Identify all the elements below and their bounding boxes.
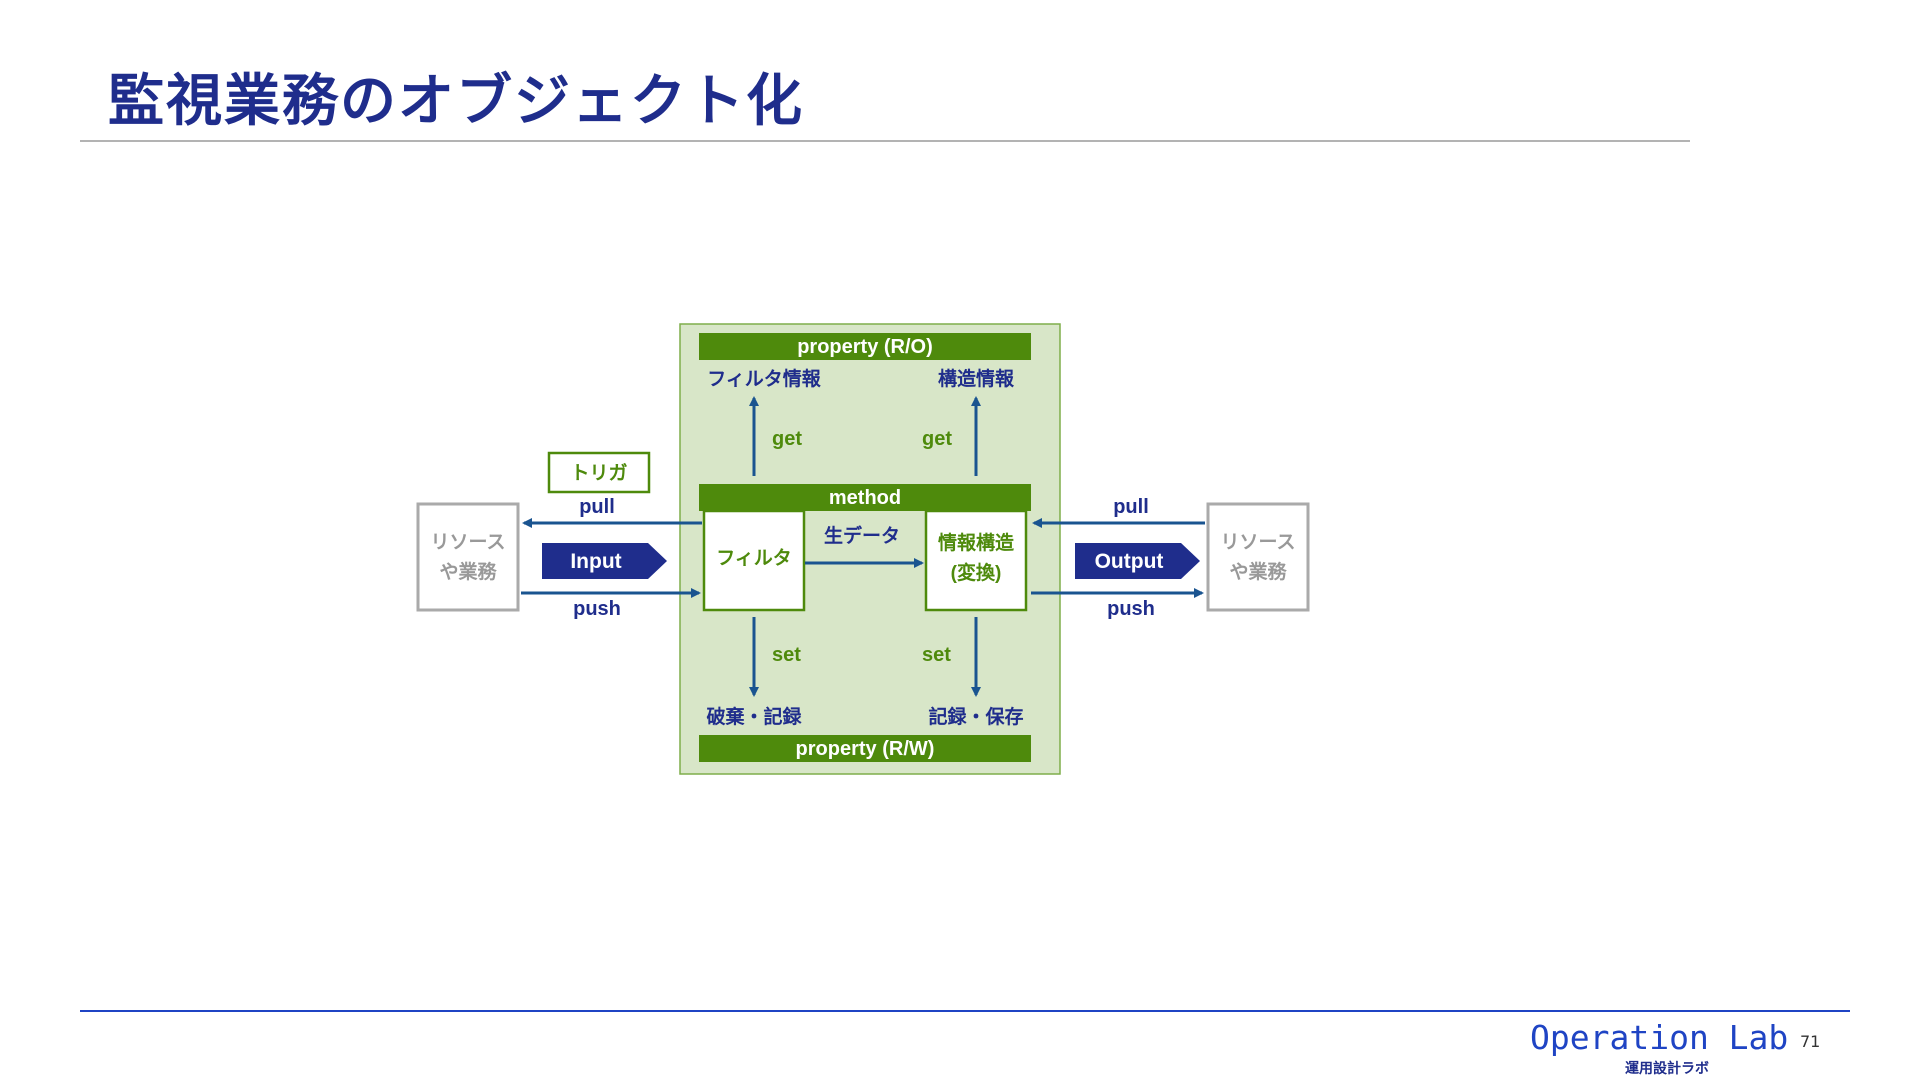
page-number: 71 bbox=[1800, 1032, 1821, 1051]
property-ro-label: property (R/O) bbox=[797, 336, 933, 358]
filter-info-label: フィルタ情報 bbox=[707, 367, 822, 390]
resource-box-left bbox=[416, 502, 520, 612]
filter-box-label: フィルタ bbox=[716, 547, 792, 569]
output-chevron bbox=[1075, 543, 1200, 579]
input-chevron bbox=[542, 543, 667, 579]
footer-divider bbox=[80, 1010, 1850, 1012]
get-label-right: get bbox=[922, 428, 952, 450]
resource-left-line2: や業務 bbox=[439, 560, 497, 583]
resource-left-line1: リソース bbox=[430, 532, 505, 553]
property-ro-bar bbox=[699, 333, 1031, 360]
get-label-left: get bbox=[772, 428, 802, 450]
property-rw-bar bbox=[699, 735, 1031, 762]
input-label: Input bbox=[570, 550, 621, 573]
method-label: method bbox=[829, 487, 901, 509]
discard-record-label: 破棄・記録 bbox=[706, 705, 802, 728]
resource-right-line1: リソース bbox=[1220, 532, 1295, 553]
structure-box bbox=[924, 509, 1028, 612]
brand-logo: Operation Lab bbox=[1530, 1018, 1789, 1057]
pull-label-right: pull bbox=[1113, 496, 1149, 518]
resource-right-line2: や業務 bbox=[1229, 560, 1287, 583]
method-bar bbox=[699, 484, 1031, 511]
structure-box-label-2: (変換) bbox=[951, 561, 1002, 584]
trigger-box bbox=[547, 451, 651, 494]
resource-box-right bbox=[1206, 502, 1310, 612]
structure-box-label-1: 情報構造 bbox=[938, 531, 1015, 554]
raw-data-label: 生データ bbox=[824, 524, 900, 547]
push-label-right: push bbox=[1107, 598, 1155, 620]
pull-label-left: pull bbox=[579, 496, 615, 518]
title-divider bbox=[80, 140, 1690, 142]
filter-box bbox=[702, 509, 806, 612]
record-save-label: 記録・保存 bbox=[928, 705, 1023, 728]
trigger-label: トリガ bbox=[570, 462, 627, 484]
structure-info-label: 構造情報 bbox=[938, 367, 1015, 390]
brand-subtitle: 運用設計ラボ bbox=[1625, 1061, 1709, 1077]
output-label: Output bbox=[1095, 550, 1164, 573]
slide-title: 監視業務のオブジェクト化 bbox=[108, 69, 804, 134]
set-label-right: set bbox=[922, 644, 951, 666]
property-rw-label: property (R/W) bbox=[796, 738, 935, 760]
set-label-left: set bbox=[772, 644, 801, 666]
push-label-left: push bbox=[573, 598, 621, 620]
